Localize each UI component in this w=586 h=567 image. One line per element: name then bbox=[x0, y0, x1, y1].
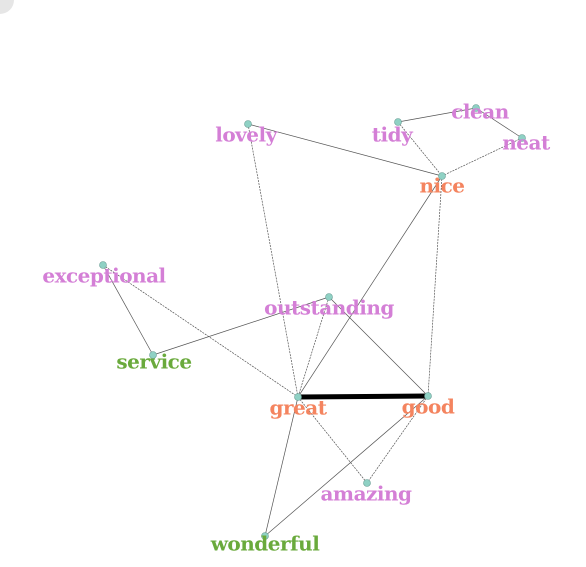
nodes-layer bbox=[99, 104, 526, 540]
edges-layer bbox=[102, 107, 523, 537]
edge-lovely-nice bbox=[247, 123, 443, 177]
node-label-tidy: tidy bbox=[372, 123, 414, 147]
node-neat[interactable] bbox=[518, 134, 526, 142]
node-label-service: service bbox=[116, 350, 191, 374]
node-service[interactable] bbox=[149, 351, 157, 359]
edge-nice-great bbox=[297, 175, 443, 398]
edge-exceptional-service bbox=[102, 264, 154, 356]
edge-outstanding-service bbox=[152, 296, 330, 356]
edge-outstanding-great bbox=[297, 296, 330, 398]
labels-layer: lovely tidy clean neat nice exceptional outsta… bbox=[42, 100, 551, 556]
node-nice[interactable] bbox=[438, 172, 446, 180]
edge-tidy-nice bbox=[397, 121, 443, 177]
node-label-good: good bbox=[402, 395, 455, 419]
node-lovely[interactable] bbox=[244, 120, 252, 128]
edge-outstanding-good bbox=[328, 296, 429, 397]
node-great[interactable] bbox=[294, 393, 302, 401]
node-clean[interactable] bbox=[472, 104, 480, 112]
node-label-lovely: lovely bbox=[215, 123, 278, 147]
node-label-nice: nice bbox=[419, 174, 464, 198]
node-good[interactable] bbox=[424, 392, 432, 400]
edge-clean-neat bbox=[475, 107, 523, 139]
node-label-neat: neat bbox=[502, 131, 551, 155]
node-exceptional[interactable] bbox=[99, 261, 107, 269]
node-wonderful[interactable] bbox=[261, 532, 269, 540]
node-label-amazing: amazing bbox=[320, 482, 412, 506]
edge-great-good bbox=[297, 393, 429, 400]
node-label-great: great bbox=[270, 396, 328, 420]
node-outstanding[interactable] bbox=[325, 293, 333, 301]
node-amazing[interactable] bbox=[363, 479, 371, 487]
edge-nice-good bbox=[427, 175, 443, 397]
node-label-outstanding: outstanding bbox=[264, 296, 394, 320]
edge-lovely-great bbox=[247, 123, 299, 398]
edge-exceptional-great bbox=[102, 264, 299, 398]
edge-great-wonderful bbox=[264, 396, 299, 537]
node-label-clean: clean bbox=[451, 100, 509, 124]
edge-neat-nice bbox=[441, 137, 523, 177]
edge-great-amazing bbox=[297, 396, 368, 484]
node-tidy[interactable] bbox=[394, 118, 402, 126]
edge-good-wonderful bbox=[264, 395, 429, 537]
node-label-exceptional: exceptional bbox=[42, 264, 166, 288]
edge-tidy-clean bbox=[397, 107, 477, 123]
node-label-wonderful: wonderful bbox=[210, 532, 320, 556]
edge-good-amazing bbox=[366, 395, 429, 484]
